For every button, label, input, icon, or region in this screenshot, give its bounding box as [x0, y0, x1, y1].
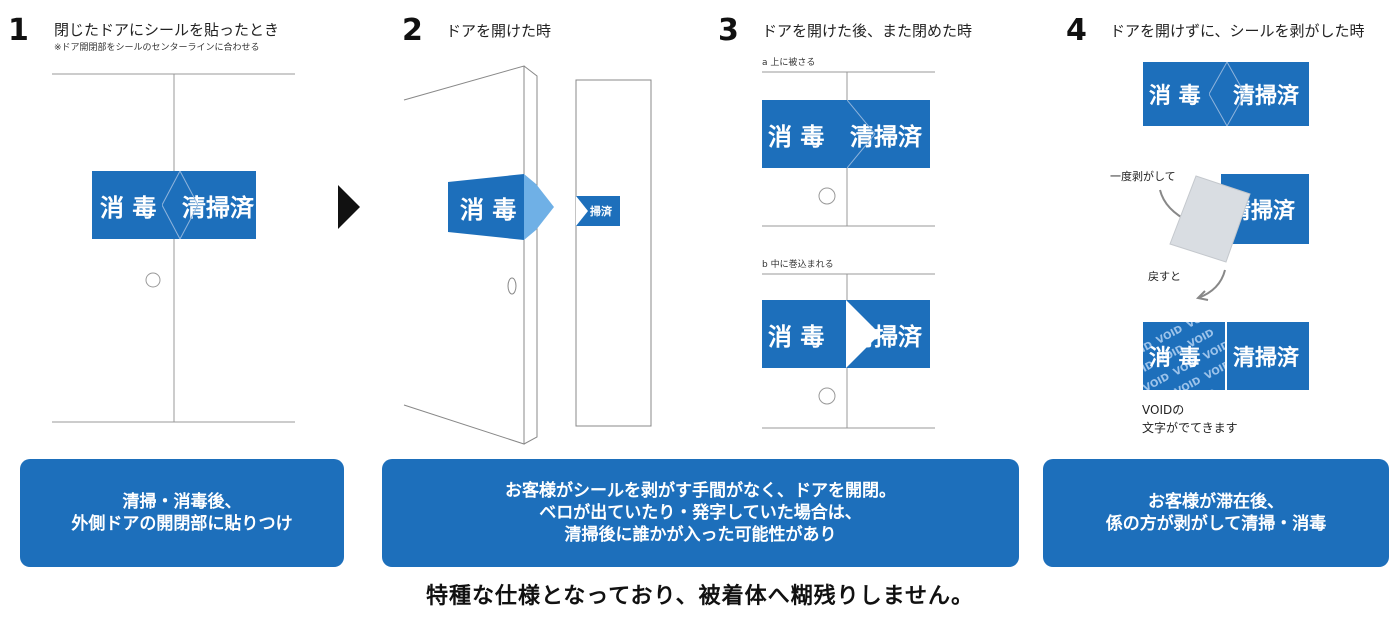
sticker-tab-on-frame: 掃済 — [576, 196, 620, 226]
peel-label: 一度剥がして — [1110, 170, 1176, 183]
step-3-number: 3 — [718, 13, 739, 48]
explanation-box-3: お客様が滞在後、 係の方が剥がして清掃・消毒 — [1043, 459, 1389, 567]
box-3-line-1: お客様が滞在後、 — [1148, 492, 1284, 512]
step-3b-label: b 中に巻込まれる — [762, 260, 834, 270]
box-2-line-2: ベロが出ていたり・発字していた場合は、 — [539, 503, 862, 523]
svg-text:VOID: VOID — [1202, 340, 1225, 363]
sticker-covered: 消 毒 清掃済 — [762, 100, 930, 168]
box-2-line-1: お客様がシールを剥がす手間がなく、ドアを開閉。 — [505, 481, 896, 501]
sticker-left-text: 消 毒 — [100, 193, 157, 222]
svg-text:VOID: VOID — [1143, 372, 1172, 390]
step-1-note: ※ドア開閉部をシールのセンターラインに合わせる — [54, 43, 260, 53]
return-label: 戻すと — [1148, 270, 1181, 283]
sticker-left-text: 消 毒 — [768, 122, 825, 151]
perforation-diamond — [162, 171, 198, 239]
void-note-line-1: VOIDの — [1142, 403, 1185, 417]
explanation-box-2: お客様がシールを剥がす手間がなく、ドアを開閉。 ベロが出ていたり・発字していた場… — [382, 459, 1019, 567]
split-line — [1225, 322, 1227, 390]
explanation-box-1: 清掃・消毒後、 外側ドアの開閉部に貼りつけ — [20, 459, 344, 567]
sticker-partial-text: 掃済 — [590, 205, 612, 218]
diagram-lines — [52, 65, 1226, 445]
box-2-line-3: 清掃後に誰かが入った可能性があり — [564, 525, 837, 545]
void-note-line-2: 文字がでてきます — [1142, 421, 1238, 435]
sticker-right-text: 清掃済 — [1233, 346, 1300, 371]
sticker-on-open-door: 消 毒 — [448, 174, 554, 240]
sticker-left-text: 消 毒 — [1149, 346, 1201, 371]
step-1-number: 1 — [8, 13, 29, 48]
step-3a-label: a 上に被さる — [762, 58, 816, 68]
sticker-intact: 消 毒 清掃済 — [1143, 62, 1309, 126]
footer-note: 特種な仕様となっており、被着体へ糊残りしません。 — [425, 584, 975, 609]
step-2-title: ドアを開けた時 — [446, 22, 552, 40]
box-1-line-1: 清掃・消毒後、 — [122, 492, 242, 512]
box-3-line-2: 係の方が剥がして清掃・消毒 — [1105, 514, 1327, 534]
sticker-left-text: 消 毒 — [1149, 84, 1201, 109]
peeled-sticker-flap — [1169, 175, 1251, 263]
svg-text:VOID: VOID — [1143, 340, 1155, 363]
step-3-title: ドアを開けた後、また閉めた時 — [762, 22, 973, 40]
step-3-doors — [762, 71, 935, 429]
sticker-left-text: 消 毒 — [768, 322, 825, 351]
sticker-left-text: 消 毒 — [460, 196, 516, 224]
step-2-number: 2 — [402, 13, 423, 48]
step-1-title: 閉じたドアにシールを貼ったとき — [54, 21, 280, 39]
step-1-door — [52, 73, 295, 423]
box-1-line-2: 外側ドアの開閉部に貼りつけ — [71, 514, 293, 534]
step-4-title: ドアを開けずに、シールを剥がした時 — [1110, 22, 1365, 40]
sticker-rolled-in: 消 毒 清掃済 — [762, 300, 930, 368]
step-2-door — [403, 65, 652, 445]
sticker-closed: 消 毒 清掃済 — [92, 171, 256, 239]
arrow-right-icon — [338, 185, 360, 229]
sticker-right-text: 清掃済 — [850, 122, 922, 151]
step-4-number: 4 — [1066, 13, 1087, 48]
